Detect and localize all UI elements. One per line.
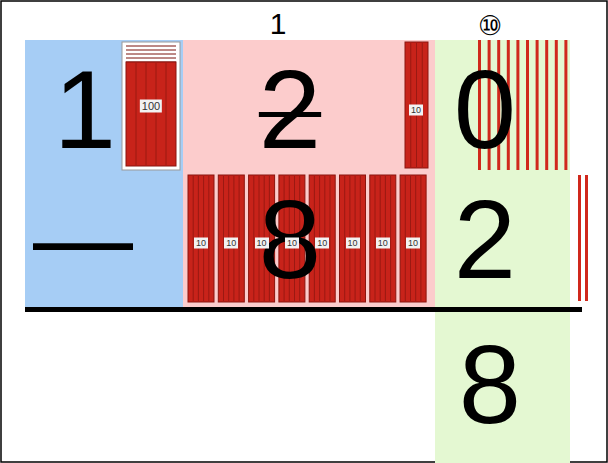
single-stick: [516, 40, 519, 170]
bundle-stick-line: [330, 176, 331, 301]
bundle-stick-line: [390, 176, 391, 301]
bundle-label: 10: [406, 238, 420, 249]
bundle-label: 10: [255, 238, 269, 249]
stick-bundle: [218, 175, 244, 302]
bundle-stick-line: [156, 63, 157, 165]
bundle-label: 10: [285, 238, 299, 249]
stick-bundle: [126, 62, 176, 166]
bundle-stick-line: [136, 63, 137, 165]
bundle-label: 10: [345, 238, 359, 249]
hundred-edge: [126, 50, 176, 51]
stick-bundle: [279, 175, 305, 302]
digit: 1: [54, 54, 116, 166]
stick-bundle: [370, 175, 396, 302]
borrow-digit: 1: [270, 9, 287, 39]
single-stick: [564, 40, 567, 170]
bundle-label: 100: [140, 100, 162, 113]
digit: 0: [454, 54, 516, 166]
stick-bundle: [400, 175, 426, 302]
digit: 2: [454, 184, 516, 296]
bundle-stick-line: [208, 176, 209, 301]
single-stick: [536, 40, 539, 170]
circled-ten: ⑩: [478, 13, 502, 40]
bundle-stick-line: [166, 63, 167, 165]
hundred-edge: [126, 54, 176, 55]
stick-bundle: [309, 175, 335, 302]
stick-bundle: [405, 42, 428, 168]
single-stick: [507, 40, 510, 170]
bundle-stick-line: [299, 176, 300, 301]
stick-bundle: [188, 175, 214, 302]
answer-line: [25, 307, 582, 312]
ones-column: 0 2 8: [435, 40, 570, 463]
minus-sign: —: [33, 187, 133, 287]
bundle-stick-line: [420, 176, 421, 301]
stick-bundle: [249, 175, 275, 302]
single-stick: [555, 40, 558, 170]
bundle-label: 10: [315, 238, 329, 249]
crossed-digit: 2: [259, 54, 321, 166]
answer-digit: 8: [459, 329, 521, 441]
bundle-label: 10: [224, 238, 238, 249]
bundle-stick-line: [269, 176, 270, 301]
bundle-stick-line: [146, 63, 147, 165]
single-stick: [488, 40, 491, 170]
hundred-edge: [126, 46, 176, 47]
bundle-label: 10: [409, 105, 423, 116]
stick-bundle: [340, 175, 366, 302]
bundle-stick-line: [239, 176, 240, 301]
single-stick: [545, 40, 548, 170]
hundred-edge: [126, 58, 176, 59]
single-stick: [526, 40, 529, 170]
single-stick: [478, 40, 481, 170]
bundle-label: 10: [194, 238, 208, 249]
single-stick: [585, 175, 588, 301]
bundle-stick-line: [360, 176, 361, 301]
bundle-label: 10: [376, 238, 390, 249]
single-stick: [578, 175, 581, 301]
hundred-frame: [122, 42, 180, 170]
single-stick: [497, 40, 500, 170]
